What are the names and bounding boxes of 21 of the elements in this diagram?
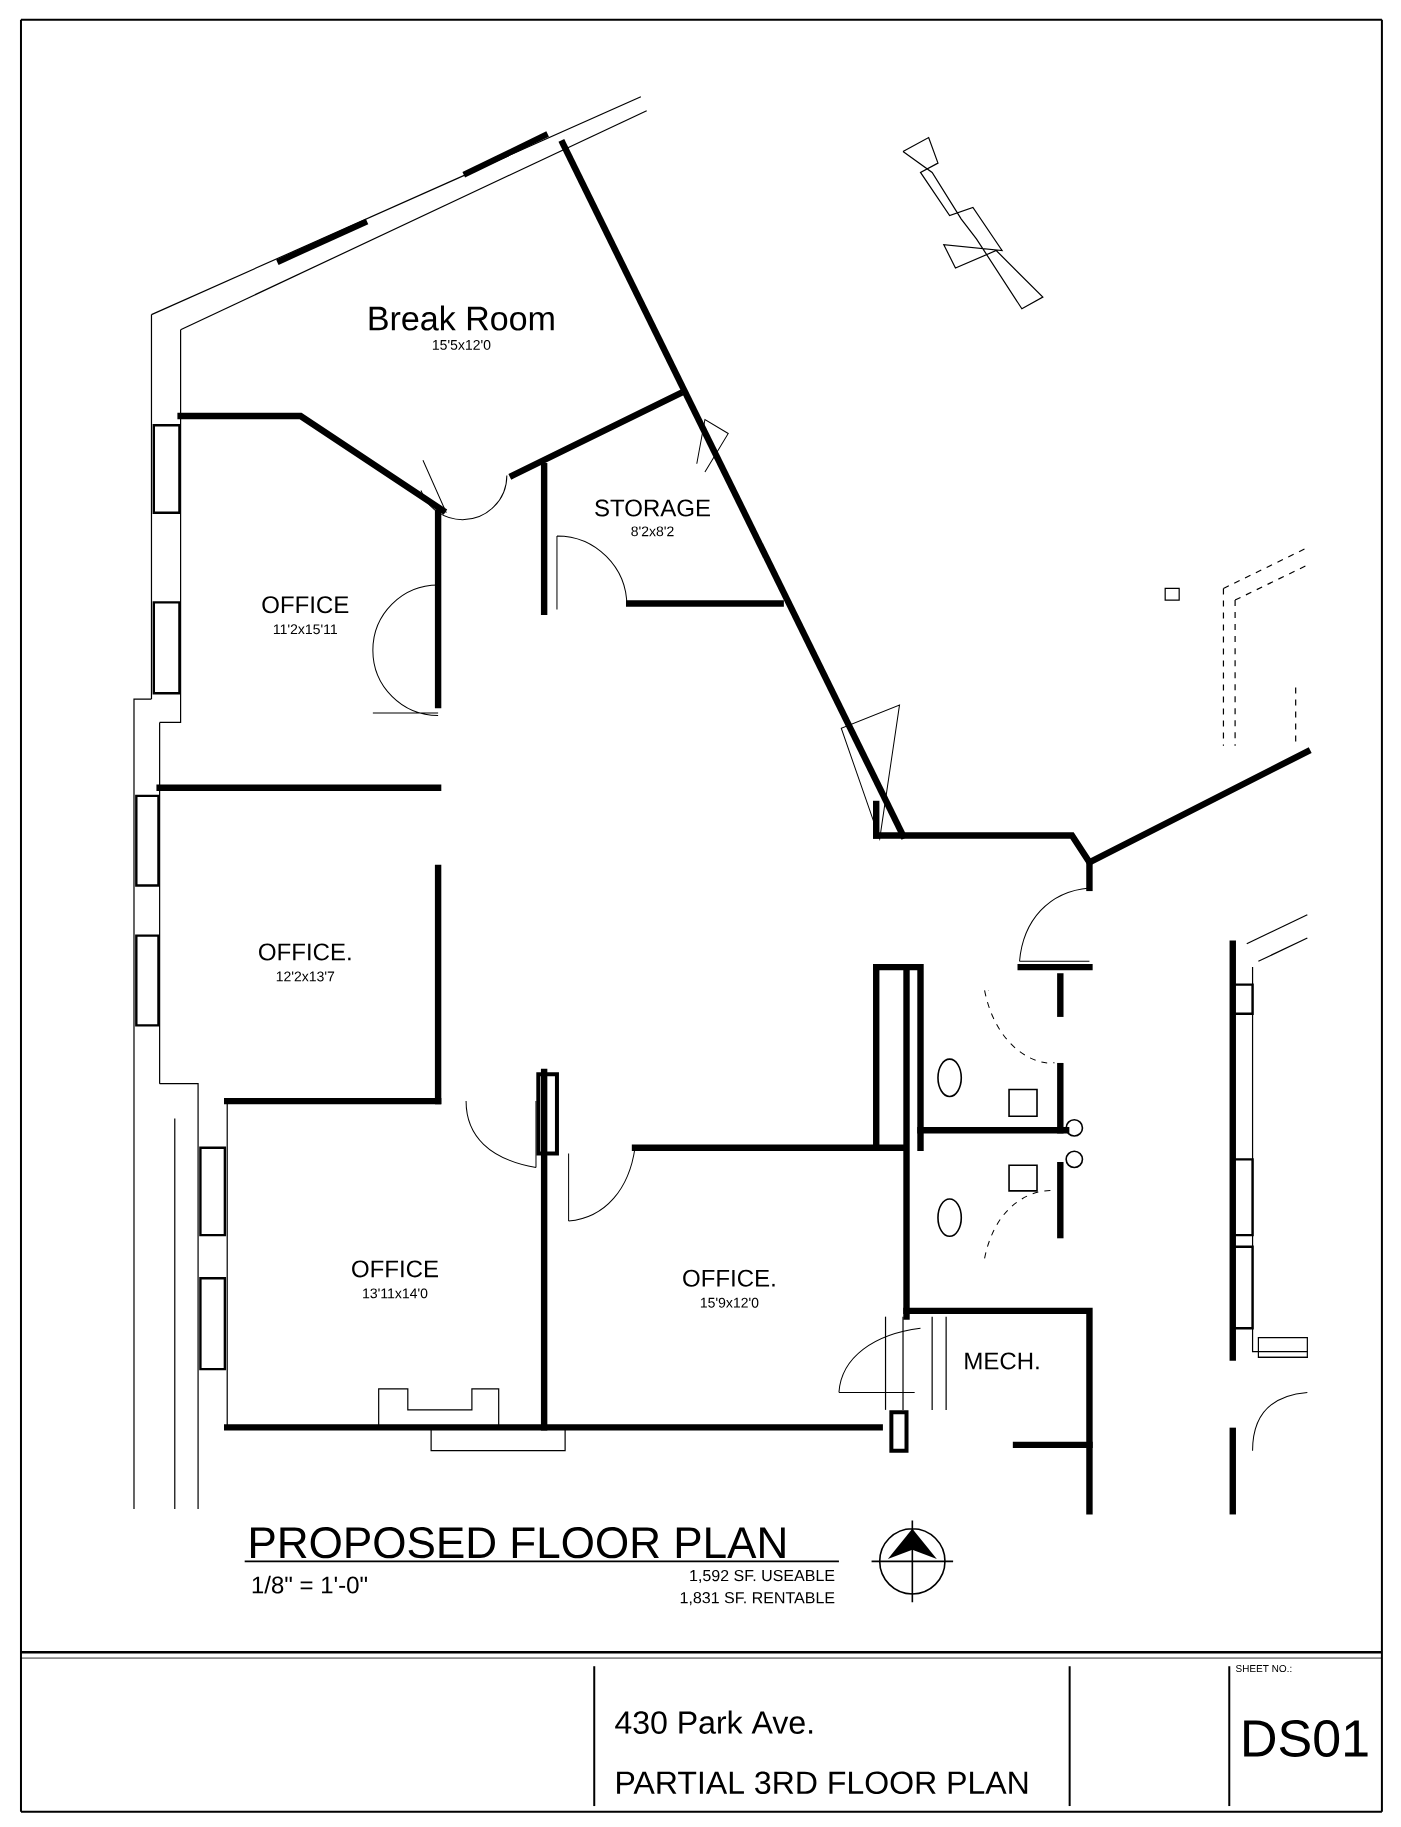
room-dimension: 13'11x14'0 — [363, 1288, 428, 1299]
room-dimension: 15'5x12'0 — [433, 339, 491, 350]
sheet-number-caption: SHEET NO.: — [1236, 1665, 1292, 1673]
room-name: OFFICE. — [683, 1269, 775, 1287]
room-dimension: 15'9x12'0 — [701, 1297, 759, 1308]
room-name: OFFICE — [262, 596, 349, 614]
room-name: OFFICE. — [259, 943, 351, 961]
room-name: STORAGE — [595, 499, 711, 517]
scale-note: 1/8" = 1'-0" — [252, 1575, 368, 1594]
room-name: MECH. — [965, 1352, 1039, 1370]
address-text: 430 Park Ave. — [615, 1710, 813, 1734]
room-dimension: 8'2x8'2 — [631, 526, 674, 537]
sheet-title: PARTIAL 3RD FLOOR PLAN — [617, 1771, 1028, 1795]
room-dimension: 11'2x15'11 — [274, 624, 338, 635]
room-name: OFFICE — [352, 1260, 439, 1278]
area-note: 1,592 SF. USEABLE — [690, 1569, 835, 1584]
area-note: 1,831 SF. RENTABLE — [681, 1592, 835, 1606]
sheet-number: DS01 — [1244, 1720, 1368, 1757]
room-dimension: 12'2x13'7 — [277, 971, 335, 982]
room-name: Break Room — [369, 305, 554, 331]
plan-title: PROPOSED FLOOR PLAN — [251, 1527, 785, 1559]
